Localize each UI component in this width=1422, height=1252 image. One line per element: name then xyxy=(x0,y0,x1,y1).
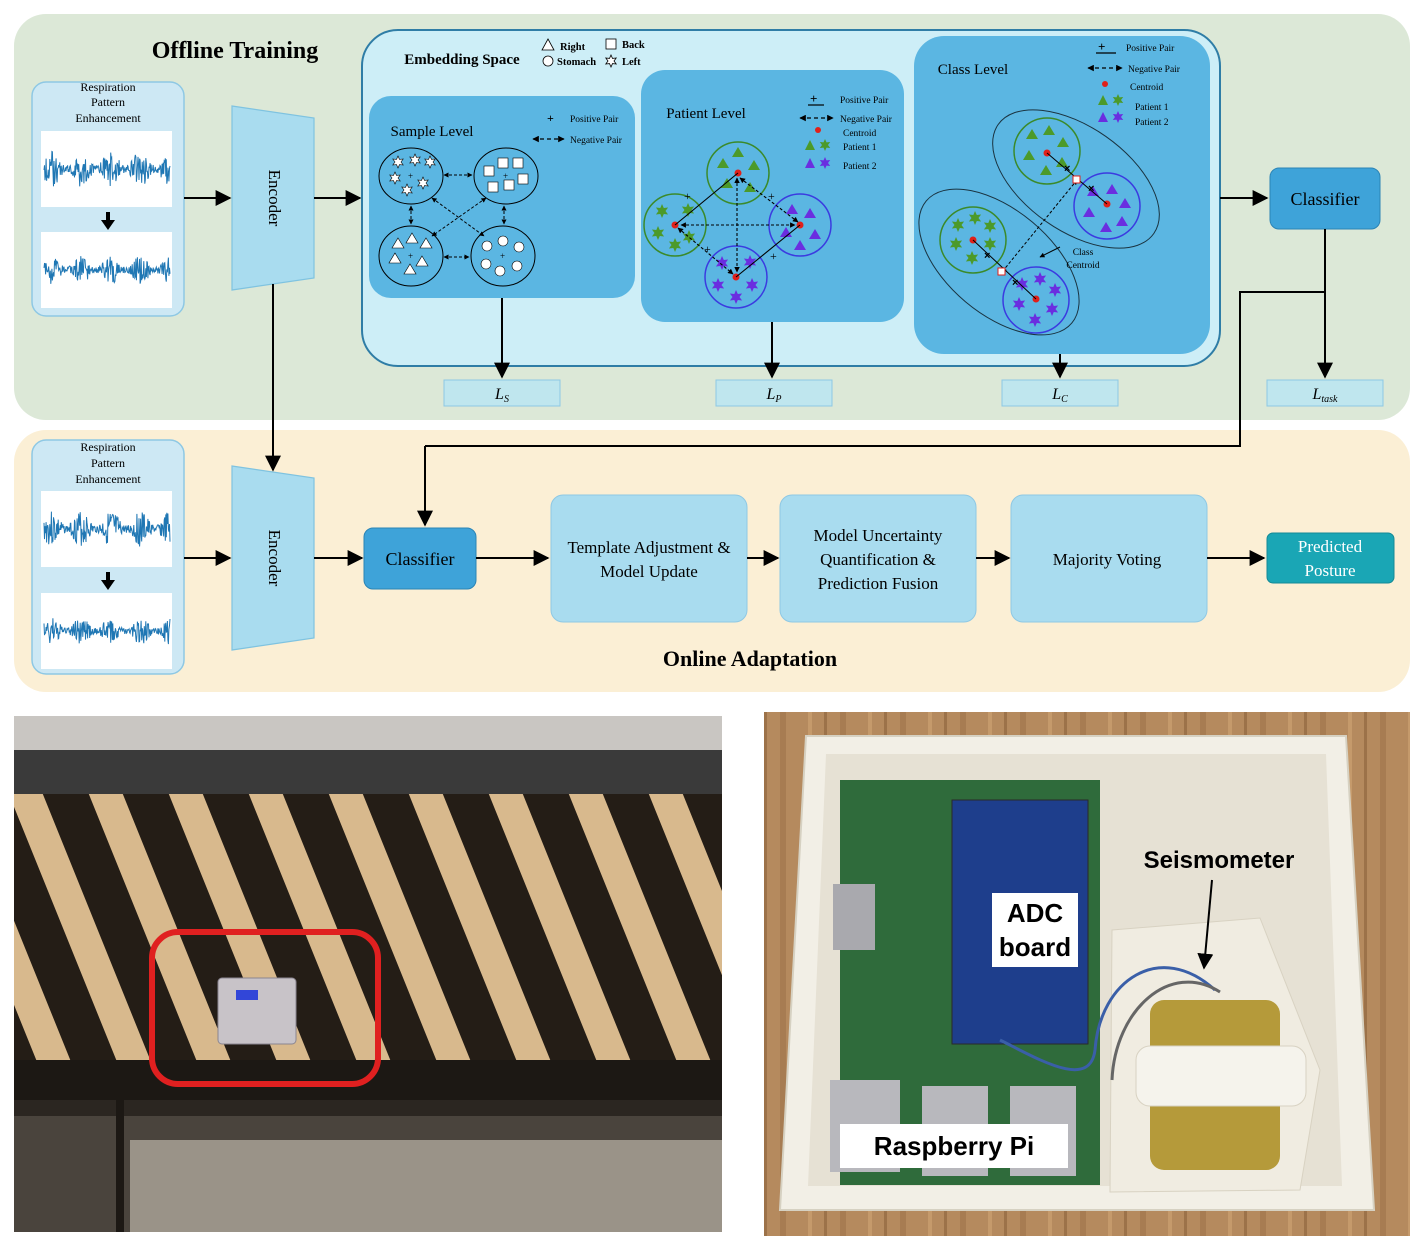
svg-text:+: + xyxy=(768,189,775,203)
loss-lp: LP xyxy=(715,379,833,407)
patient-negative-label: Negative Pair xyxy=(840,115,893,125)
triangle-icon xyxy=(541,38,555,51)
legend-left: Left xyxy=(622,57,641,68)
svg-text:×: × xyxy=(1012,277,1018,289)
sensor-box xyxy=(217,977,297,1045)
svg-text:Ltask: Ltask xyxy=(1311,386,1338,405)
sample-level-title: Sample Level xyxy=(391,124,474,140)
uncertainty-line1: Model Uncertainty xyxy=(814,526,943,545)
adc-label-line1: ADC xyxy=(1007,898,1064,928)
svg-text:+: + xyxy=(408,251,413,261)
template-adjustment-box xyxy=(550,494,748,623)
legend-right: Right xyxy=(560,42,586,53)
square-icon xyxy=(605,38,617,50)
enhancement-box-offline: Respiration Pattern Enhancement xyxy=(31,80,185,317)
class-centroid-note-line2: Centroid xyxy=(1066,261,1099,271)
template-line2: Model Update xyxy=(600,562,698,581)
legend-back: Back xyxy=(622,40,645,51)
predicted-line2: Posture xyxy=(1305,561,1356,580)
enhancement-online-line3: Enhancement xyxy=(75,472,141,486)
raw-signal-plot-online xyxy=(43,511,171,547)
patient-level-title: Patient Level xyxy=(666,106,746,122)
hardware-photo: ADC board Seismometer Raspberry Pi xyxy=(764,712,1410,1236)
sensor-highlight xyxy=(149,929,381,1087)
svg-text:LC: LC xyxy=(1051,386,1068,405)
svg-text:×: × xyxy=(984,250,990,262)
class-centroid-label: Centroid xyxy=(1130,83,1163,93)
loss-ltask: Ltask xyxy=(1266,379,1384,407)
patient-level-panel: Patient Level + Positive Pair Negative P… xyxy=(641,70,904,322)
svg-text:+: + xyxy=(684,189,691,203)
class-patient-1-label: Patient 1 xyxy=(1135,103,1169,113)
predicted-posture-box xyxy=(1266,532,1395,584)
uncertainty-line2: Quantification & xyxy=(820,550,936,569)
loss-lc: LC xyxy=(1001,379,1119,407)
majority-voting-label: Majority Voting xyxy=(1053,550,1162,569)
sample-positive-sign: + xyxy=(547,111,554,125)
encoder-online: Encoder xyxy=(231,465,315,651)
enhancement-arrow xyxy=(101,220,115,230)
encoder-offline-label: Encoder xyxy=(265,170,284,227)
class-centroid-note-line1: Class xyxy=(1073,248,1094,258)
encoder-offline: Encoder xyxy=(231,105,315,291)
svg-text:+: + xyxy=(770,249,777,263)
class-negative-label: Negative Pair xyxy=(1128,65,1181,75)
sample-level-panel: Sample Level + Positive Pair Negative Pa… xyxy=(369,96,635,298)
encoder-online-label: Encoder xyxy=(265,530,284,587)
uncertainty-line3: Prediction Fusion xyxy=(818,574,939,593)
adc-label-line2: board xyxy=(999,932,1071,962)
sample-negative-label: Negative Pair xyxy=(570,136,623,146)
svg-text:+: + xyxy=(1098,39,1105,54)
class-level-title: Class Level xyxy=(938,62,1008,78)
class-positive-label: Positive Pair xyxy=(1126,44,1175,54)
enhancement-label-line1: Respiration xyxy=(80,80,135,94)
patient-1-label: Patient 1 xyxy=(843,143,877,153)
embedding-space-title: Embedding Space xyxy=(404,52,520,68)
patient-2-label: Patient 2 xyxy=(843,162,877,172)
star-icon xyxy=(604,54,618,68)
raspberry-pi-label: Raspberry Pi xyxy=(874,1131,1034,1161)
svg-text:×: × xyxy=(1088,183,1094,195)
enhanced-signal-plot-online xyxy=(43,618,171,645)
shape-legend: Right Stomach Back Left xyxy=(541,38,645,68)
class-patient-2-label: Patient 2 xyxy=(1135,118,1169,128)
seismometer-clamp xyxy=(1135,1045,1307,1107)
enhancement-box-online: Respiration Pattern Enhancement xyxy=(31,439,185,675)
loss-ls: LS xyxy=(443,379,561,407)
online-adaptation-title: Online Adaptation xyxy=(663,646,837,671)
enhancement-online-line1: Respiration xyxy=(80,440,135,454)
svg-text:+: + xyxy=(503,171,508,181)
seismometer-label: Seismometer xyxy=(1144,847,1295,874)
patient-centroid-label: Centroid xyxy=(843,129,876,139)
legend-stomach: Stomach xyxy=(557,57,596,68)
enhanced-signal-plot xyxy=(43,256,171,284)
circle-icon xyxy=(542,55,554,67)
predicted-line1: Predicted xyxy=(1298,537,1363,556)
bed-photo xyxy=(14,716,722,1232)
svg-text:+: + xyxy=(704,242,711,256)
enhancement-label-line2: Pattern xyxy=(91,95,125,109)
raw-signal-plot xyxy=(43,150,171,187)
patient-positive-label: Positive Pair xyxy=(840,96,889,106)
classifier-online-label: Classifier xyxy=(386,549,455,569)
enhancement-label-line3: Enhancement xyxy=(75,111,141,125)
class-level-panel: Class Level + Positive Pair Negative Pai… xyxy=(914,36,1210,354)
sample-positive-label: Positive Pair xyxy=(570,115,619,125)
svg-text:+: + xyxy=(408,171,413,181)
classifier-offline-label: Classifier xyxy=(1291,189,1360,209)
enhancement-online-line2: Pattern xyxy=(91,456,125,470)
svg-text:LS: LS xyxy=(494,386,509,405)
svg-text:LP: LP xyxy=(765,386,781,405)
template-line1: Template Adjustment & xyxy=(567,538,730,557)
svg-text:+: + xyxy=(500,251,505,261)
svg-text:+: + xyxy=(810,91,817,106)
offline-training-title: Offline Training xyxy=(152,38,318,64)
svg-text:×: × xyxy=(1064,163,1070,175)
